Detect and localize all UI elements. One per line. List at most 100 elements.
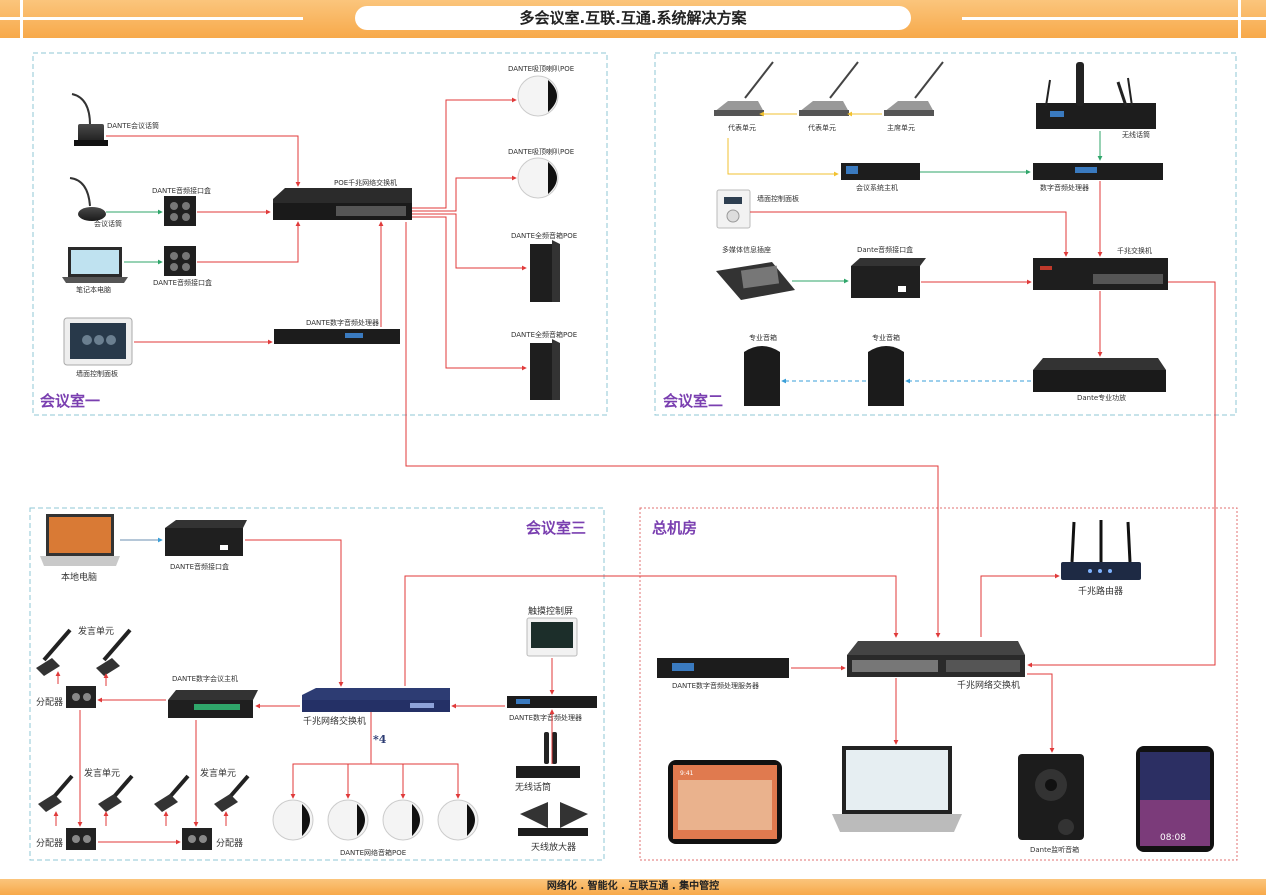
footer-tagline: 网络化 . 智能化 . 互联互通 . 集中管控	[0, 879, 1266, 895]
room3-splitter-3	[182, 828, 212, 850]
room2-switch-label: 千兆交换机	[1117, 246, 1152, 255]
room2-delegate-unit-1	[714, 61, 774, 116]
room3-host-label: DANTE数字会议主机	[172, 674, 238, 683]
room3-speaking-unit-3	[154, 774, 250, 812]
room1-ceiling-speaker-2	[517, 157, 559, 199]
server-dantespk-label: Dante监听音箱	[1030, 845, 1079, 854]
room3-pc-label: 本地电脑	[61, 571, 97, 583]
room3-speaker-count: *4	[373, 733, 387, 746]
room3-split3-label: 分配器	[216, 838, 243, 849]
room1-box2-label: DANTE音频接口盒	[153, 278, 212, 287]
room1-full-speaker-1	[530, 240, 560, 302]
room2-wireless-receiver	[1036, 62, 1156, 129]
room3-network-speakers	[272, 799, 479, 841]
room2-unit2-label: 代表单元	[808, 123, 836, 132]
room1-title: 会议室一	[40, 392, 100, 410]
server-core-switch	[847, 641, 1025, 677]
room3-wireless-mic	[516, 732, 580, 778]
room1-box1-label: DANTE音频接口盒	[152, 186, 211, 195]
room2-border	[654, 52, 1237, 416]
server-laptop	[832, 746, 962, 832]
server-router-label: 千兆路由器	[1078, 585, 1123, 597]
tablet-clock: 9:41	[680, 770, 694, 777]
room3-touch-label: 触摸控制屏	[528, 605, 573, 617]
room1-full2-label: DANTE全频音箱POE	[511, 330, 577, 339]
header-stripe-right	[962, 17, 1266, 20]
room3-speak3-label: 发言单元	[200, 767, 236, 779]
server-tablet: 9:41	[668, 760, 782, 844]
room3-split1-label: 分配器	[36, 697, 63, 708]
room1-wall-panel	[63, 317, 133, 366]
room1-switch-label: POE千兆网络交换机	[334, 178, 397, 187]
room3-title: 会议室三	[526, 519, 586, 537]
room3-antenna-amplifier	[518, 802, 588, 836]
room3-dante-box	[165, 520, 247, 556]
room2-power-amplifier	[1033, 358, 1166, 392]
room3-border	[29, 507, 605, 861]
room3-dsp-label: DANTE数字音频处理器	[509, 713, 582, 722]
room2-socket-label: 多媒体信息插座	[722, 245, 771, 254]
phone-clock: 08:08	[1160, 833, 1186, 843]
room3-antenna-label: 天线放大器	[531, 841, 576, 853]
room2-chairman-unit	[884, 61, 944, 116]
server-monitor-speaker	[1018, 754, 1084, 840]
room3-wireless-label: 无线话筒	[515, 781, 551, 793]
room3-audio-processor	[507, 696, 597, 708]
server-dsp-server	[657, 658, 789, 678]
room3-box-label: DANTE音频接口盒	[170, 562, 229, 571]
room1-laptop	[62, 247, 128, 283]
page-title: 多会议室.互联.互通.系统解决方案	[355, 6, 911, 30]
room1-processor-label: DANTE数字音频处理器	[306, 318, 379, 327]
room2-dante-box	[851, 258, 926, 298]
room2-dsp-label: 数字音频处理器	[1040, 183, 1089, 192]
room2-chair-label: 主席单元	[887, 123, 915, 132]
room2-speaker-1	[744, 346, 780, 406]
room3-conference-host	[168, 690, 258, 718]
room1-gooseneck-mic	[71, 93, 108, 146]
room2-gigabit-switch	[1033, 258, 1168, 290]
room1-border	[32, 52, 608, 416]
room2-multimedia-socket	[716, 262, 795, 300]
room1-laptop-label: 笔记本电脑	[76, 285, 111, 294]
room3-touch-screen	[526, 617, 578, 657]
room3-speakers-label: DANTE网络音箱POE	[340, 848, 406, 857]
room3-gigabit-switch	[302, 688, 450, 712]
room2-conference-host	[841, 163, 920, 180]
room1-interface-box-1	[164, 196, 196, 226]
room2-wallpanel-label: 墙面控制面板	[757, 194, 799, 203]
room2-title: 会议室二	[663, 392, 723, 410]
room3-speaking-unit-1	[36, 628, 132, 676]
room3-splitter-1	[66, 686, 96, 708]
server-room-border	[639, 507, 1238, 861]
server-router	[1061, 520, 1141, 580]
room3-local-pc	[40, 514, 120, 566]
room3-split2-label: 分配器	[36, 838, 63, 849]
room3-speak1-label: 发言单元	[78, 625, 114, 637]
server-smartphone: 08:08	[1136, 746, 1214, 852]
header-vline	[20, 0, 23, 38]
header-vline	[1238, 0, 1241, 38]
room1-full1-label: DANTE全频音箱POE	[511, 231, 577, 240]
room1-poe-switch	[273, 188, 412, 220]
room2-dantebox-label: Dante音频接口盒	[857, 245, 913, 254]
room2-audio-processor	[1033, 163, 1163, 180]
server-dspserver-label: DANTE数字音频处理服务器	[672, 681, 759, 690]
room2-wall-panel	[716, 189, 751, 229]
room2-amp-label: Dante专业功放	[1077, 393, 1126, 402]
server-room-title: 总机房	[652, 519, 697, 537]
room3-speaking-unit-2	[38, 774, 134, 812]
room1-ceiling-speaker-1	[517, 75, 559, 117]
room3-speak2-label: 发言单元	[84, 767, 120, 779]
room1-ceiling2-label: DANTE吸顶喇叭POE	[508, 147, 574, 156]
room1-mic2-label: 会议话筒	[94, 219, 122, 228]
room3-splitter-2	[66, 828, 96, 850]
room3-switch-label: 千兆网络交换机	[303, 715, 366, 727]
room1-interface-box-2	[164, 246, 196, 276]
room2-unit1-label: 代表单元	[728, 123, 756, 132]
room1-ceiling1-label: DANTE吸顶喇叭POE	[508, 64, 574, 73]
room1-audio-processor	[274, 329, 400, 344]
room2-delegate-unit-2	[799, 61, 859, 116]
server-switch-label: 千兆网络交换机	[957, 679, 1020, 691]
room1-panel-label: 墙面控制面板	[76, 369, 118, 378]
room1-conference-mic	[69, 177, 106, 221]
